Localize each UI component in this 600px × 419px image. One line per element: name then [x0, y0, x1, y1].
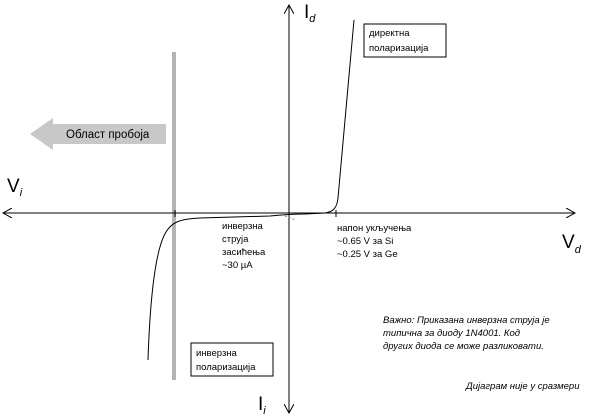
- y-bottom-sub: i: [263, 405, 266, 417]
- note-line3: других диода се може разликовати.: [383, 341, 544, 352]
- iv-curve: [147, 19, 355, 361]
- y-bottom-label: I: [258, 394, 263, 415]
- breakdown-line: [172, 52, 176, 380]
- y-top-label: I: [304, 2, 309, 23]
- y-top-sub: d: [309, 13, 316, 25]
- note-line2: типична за диоду 1N4001. Код: [383, 328, 520, 339]
- svg-text:Vi: Vi: [7, 176, 23, 199]
- x-right-label: V: [562, 232, 575, 253]
- forward-bias-box: [363, 23, 447, 58]
- saturation-line4: ~30 µA: [222, 260, 253, 271]
- breakdown-label: Област пробоја: [66, 129, 150, 141]
- svg-text:Ii: Ii: [258, 394, 266, 417]
- svg-text:Id: Id: [304, 2, 316, 25]
- svg-text:Vd: Vd: [562, 232, 582, 256]
- forward-bias-line1: директна: [369, 28, 410, 39]
- origin-dashed-hint: [284, 215, 297, 221]
- saturation-line2: струја: [222, 234, 249, 245]
- breakdown-arrow: [30, 118, 166, 150]
- x-left-label: V: [7, 176, 20, 197]
- x-right-sub: d: [575, 244, 582, 256]
- reverse-bias-line1: инверзна: [196, 348, 238, 359]
- reverse-bias-box: [190, 342, 274, 377]
- saturation-line3: засићења: [222, 247, 266, 258]
- threshold-line3: ~0.25 V за Ge: [337, 249, 398, 260]
- threshold-line1: напон укључења: [337, 223, 412, 234]
- saturation-line1: инверзна: [222, 221, 264, 232]
- threshold-line2: ~0.65 V за Si: [337, 236, 393, 247]
- scale-note: Дијаграм није у сразмери: [465, 381, 580, 392]
- note-line1: Важно: Приказана инверзна струја је: [383, 315, 550, 326]
- x-left-sub: i: [20, 187, 23, 199]
- forward-bias-line2: поларизација: [369, 43, 429, 54]
- reverse-bias-line2: поларизација: [196, 362, 256, 373]
